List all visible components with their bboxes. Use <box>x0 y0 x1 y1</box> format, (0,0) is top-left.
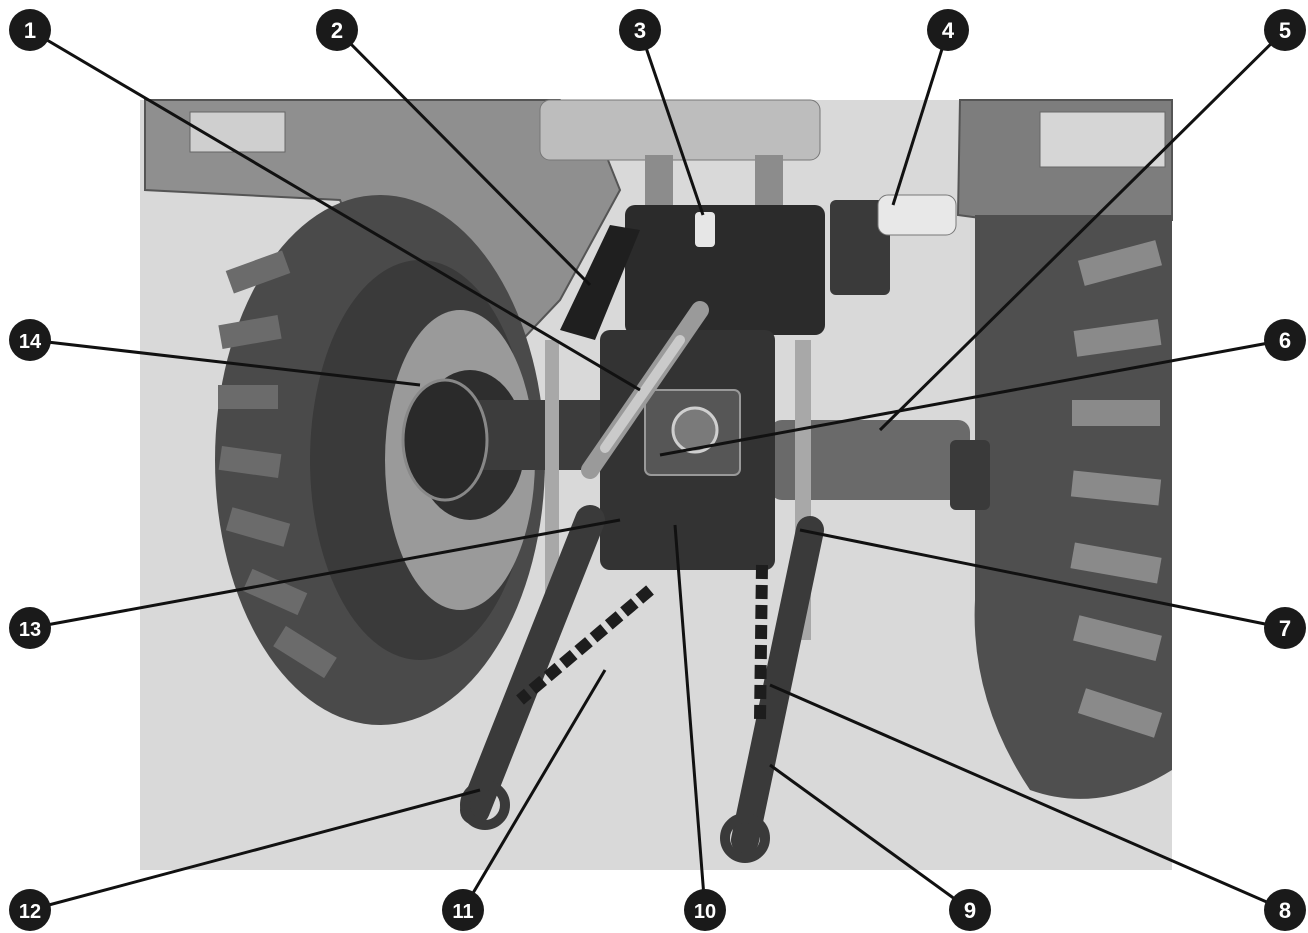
callout-8: 8 <box>1264 889 1306 931</box>
leader-lines <box>29 28 1287 912</box>
callout-label-12: 12 <box>19 901 41 923</box>
leader-line-1 <box>29 28 641 392</box>
right-check-chain <box>754 564 768 721</box>
callout-label-9: 9 <box>964 898 976 923</box>
left-lower-link <box>460 505 605 825</box>
seat-cushion <box>539 99 821 161</box>
right-lower-link <box>731 516 824 854</box>
left-lift-rod <box>545 340 559 640</box>
leader-line-13 <box>29 518 621 630</box>
leader-line-5 <box>878 28 1287 432</box>
callout-badge-5 <box>1264 9 1306 51</box>
callout-badge-2 <box>316 9 358 51</box>
left-link-ball <box>460 780 510 830</box>
leader-line-12 <box>29 788 481 912</box>
left-check-chain <box>516 585 654 705</box>
leader-line-7 <box>799 528 1286 630</box>
callout-label-14: 14 <box>19 331 42 353</box>
callout-label-6: 6 <box>1279 328 1291 353</box>
callout-7: 7 <box>1264 607 1306 649</box>
pto-shaft <box>671 406 719 454</box>
callout-14: 14 <box>9 319 51 361</box>
callout-label-2: 2 <box>331 18 343 43</box>
callout-9: 9 <box>949 889 991 931</box>
callout-label-7: 7 <box>1279 616 1291 641</box>
spring-left <box>645 155 673 205</box>
hose-coupler <box>877 194 957 236</box>
callout-2: 2 <box>316 9 358 51</box>
callout-11: 11 <box>442 889 484 931</box>
callout-badge-3 <box>619 9 661 51</box>
leader-line-11 <box>461 669 607 911</box>
leader-line-2 <box>335 28 592 287</box>
callout-label-10: 10 <box>694 901 716 923</box>
callout-6: 6 <box>1264 319 1306 361</box>
callout-badge-13 <box>9 607 51 649</box>
callout-label-3: 3 <box>634 18 646 43</box>
leader-line-8 <box>769 683 1286 912</box>
callout-badge-8 <box>1264 889 1306 931</box>
callout-13: 13 <box>9 607 51 649</box>
callout-12: 12 <box>9 889 51 931</box>
lift-arm-left <box>560 225 640 340</box>
callout-5: 5 <box>1264 9 1306 51</box>
callout-3: 3 <box>619 9 661 51</box>
callout-badge-1 <box>9 9 51 51</box>
callout-1: 1 <box>9 9 51 51</box>
leader-line-6 <box>659 338 1286 457</box>
callout-label-1: 1 <box>24 18 36 43</box>
right-hub <box>950 440 990 510</box>
callout-badge-4 <box>927 9 969 51</box>
leader-line-10 <box>673 524 707 911</box>
top-link-tube <box>600 335 685 453</box>
left-reflector <box>189 111 286 153</box>
callout-badge-9 <box>949 889 991 931</box>
callout-badge-14 <box>9 319 51 361</box>
leader-line-14 <box>29 338 421 387</box>
leader-line-4 <box>891 29 950 206</box>
lift-cap <box>695 212 715 247</box>
left-hub <box>401 378 489 502</box>
callout-badge-10 <box>684 889 726 931</box>
spring-right <box>755 155 783 205</box>
hydraulic-lift-housing <box>625 205 825 335</box>
callout-badge-12 <box>9 889 51 931</box>
callout-badge-11 <box>442 889 484 931</box>
callout-label-5: 5 <box>1279 18 1291 43</box>
callout-badge-7 <box>1264 607 1306 649</box>
valve-block <box>830 200 890 295</box>
right-rear-tire <box>974 215 1172 799</box>
right-axle-housing <box>770 420 970 500</box>
callout-label-11: 11 <box>452 901 473 923</box>
right-link-ball <box>720 813 770 863</box>
right-reflector <box>1039 111 1166 168</box>
callout-4: 4 <box>927 9 969 51</box>
callout-badge-6 <box>1264 319 1306 361</box>
callout-label-4: 4 <box>942 18 955 43</box>
callout-label-8: 8 <box>1279 898 1291 923</box>
callout-10: 10 <box>684 889 726 931</box>
leader-line-3 <box>638 29 705 216</box>
leader-line-9 <box>769 763 971 912</box>
callout-label-13: 13 <box>19 619 41 641</box>
